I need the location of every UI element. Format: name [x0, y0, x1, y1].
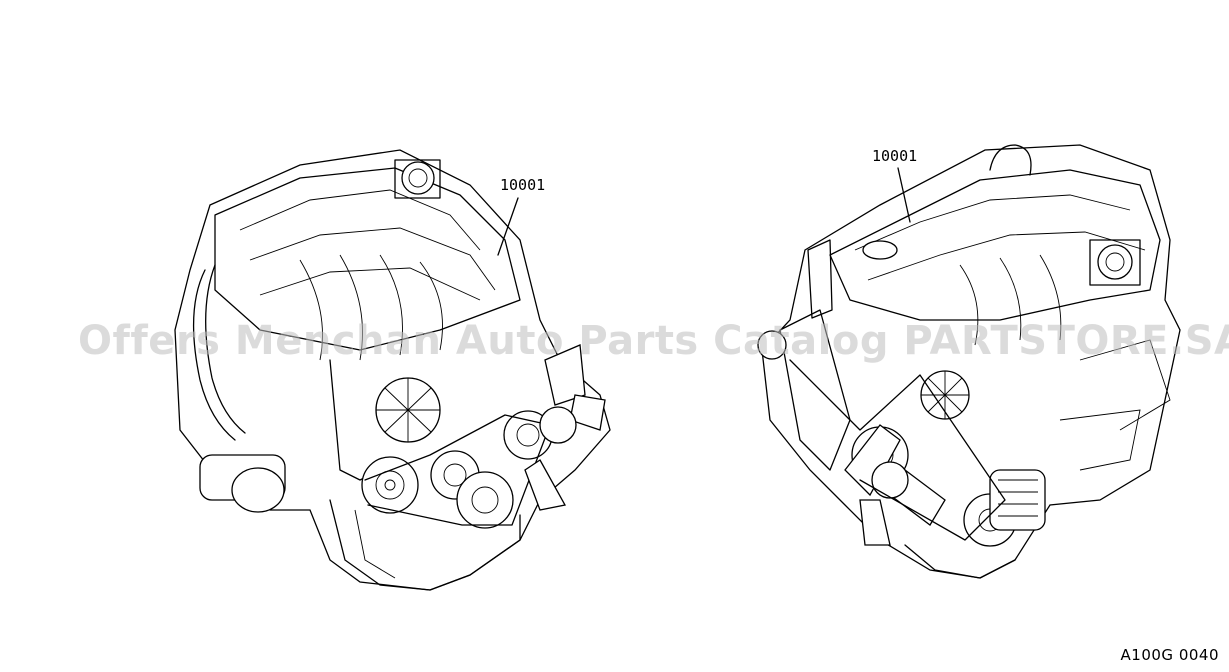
- callout-label-right: 10001: [872, 147, 918, 165]
- page-code: A100G 0040: [1120, 646, 1219, 664]
- callout-label-left: 10001: [500, 176, 546, 194]
- right-engine-drawing: [757, 144, 1181, 579]
- left-engine-drawing: [174, 149, 611, 591]
